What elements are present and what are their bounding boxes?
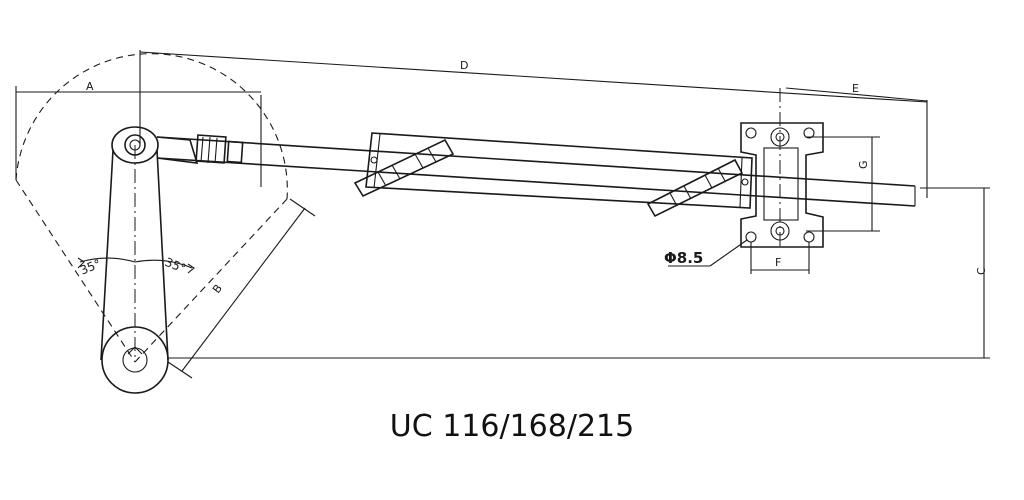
hole-leader [668, 239, 748, 267]
dimension-e [785, 87, 928, 102]
mounting-bracket [740, 88, 824, 250]
cylinder-body [365, 132, 753, 209]
dimension-d [139, 50, 928, 198]
dimension-e-label: E [852, 82, 859, 95]
dimension-d-label: D [460, 59, 468, 72]
dimension-b [167, 198, 316, 379]
dimension-a [15, 86, 262, 187]
hole-diameter-label: Φ8.5 [664, 249, 703, 267]
dimension-b-label: B [210, 282, 225, 296]
dimension-a-label: A [86, 80, 94, 93]
angle-label-right: 35° [163, 255, 188, 276]
tiller-sweep-arc [15, 53, 288, 363]
model-title: UC 116/168/215 [390, 409, 634, 444]
angle-label-left: 35° [78, 257, 103, 278]
dimension-g [806, 136, 880, 232]
left-hydraulic-fitting [353, 138, 455, 198]
dimension-c-label: C [975, 267, 988, 275]
rod-end-fitting [195, 134, 244, 164]
right-hydraulic-fitting [646, 158, 744, 218]
dimension-g-label: G [857, 160, 870, 169]
dimension-c [168, 187, 990, 359]
dimension-f [750, 242, 810, 274]
piston-rod [156, 136, 916, 207]
dimension-f-label: F [775, 256, 781, 269]
tiller-arm [100, 149, 169, 394]
